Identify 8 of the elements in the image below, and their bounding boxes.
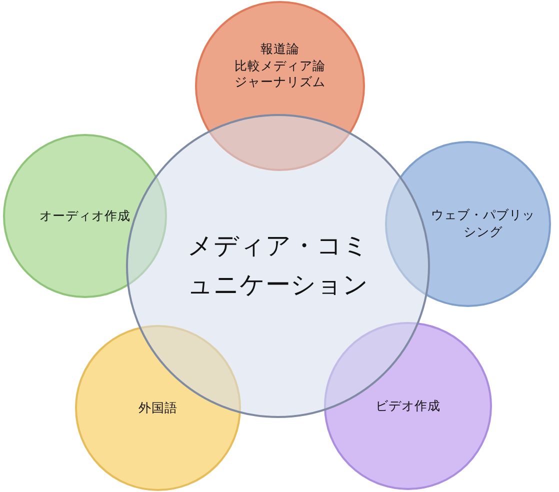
- topic-label: 外国語: [138, 400, 178, 416]
- topic-label: 比較メディア論: [234, 58, 326, 74]
- topic-label: 報道論: [260, 40, 300, 58]
- topic-label: ジャーナリズム: [234, 74, 326, 92]
- topic-label: ウェブ・パブリッシング: [430, 207, 536, 241]
- topic-label: ビデオ作成: [376, 398, 440, 414]
- center-title: メディア・コミュニケーション: [186, 230, 370, 301]
- topic-label: オーディオ作成: [40, 208, 130, 224]
